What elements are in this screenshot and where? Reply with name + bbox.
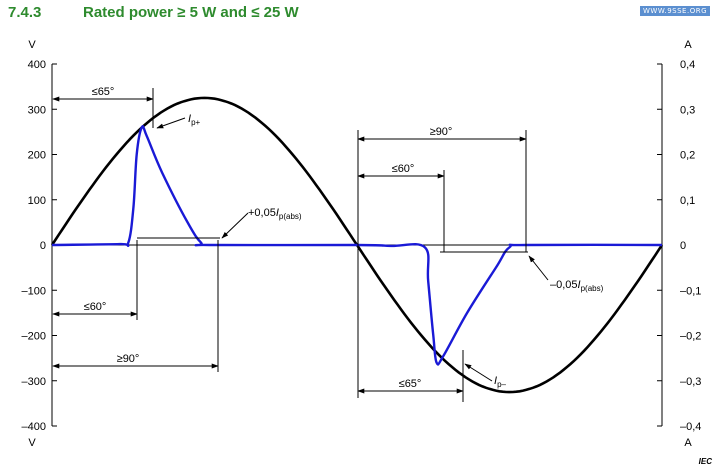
right-tick-label: –0,2 — [680, 331, 701, 343]
dim-label-60-first: ≤60° — [84, 301, 107, 313]
right-tick-label: –0,1 — [680, 285, 701, 297]
leader-plus-threshold — [221, 212, 249, 239]
minus-threshold-label: –0,05Ip(abs) — [550, 279, 604, 293]
current-waveform — [51, 125, 663, 366]
watermark-badge: WWW.9SSE.ORG — [640, 6, 710, 16]
left-axis-unit-bottom: V — [28, 437, 36, 449]
left-tick-label: –100 — [22, 285, 46, 297]
plus-threshold-label: +0,05Ip(abs) — [248, 207, 302, 221]
leader-ip-plus — [156, 117, 186, 129]
right-tick-label: 0,2 — [680, 150, 695, 162]
plot-group — [50, 88, 664, 402]
dim-label-90-second: ≥90° — [430, 126, 453, 138]
left-tick-label: 200 — [28, 150, 46, 162]
left-tick-label: 100 — [28, 195, 46, 207]
right-tick-label: 0,1 — [680, 195, 695, 207]
left-tick-label: 400 — [28, 59, 46, 71]
leader-ip-minus — [464, 363, 493, 382]
right-axis-unit-top: A — [684, 39, 692, 51]
dim-label-90-first: ≥90° — [117, 353, 140, 365]
right-tick-label: –0,4 — [680, 421, 701, 433]
right-tick-label: 0 — [680, 240, 686, 252]
dim-label-60-second: ≤60° — [392, 163, 415, 175]
iec-mark: IEC — [698, 457, 712, 466]
left-tick-label: –200 — [22, 331, 46, 343]
right-tick-label: –0,3 — [680, 376, 701, 388]
dim-label-65-second: ≤65° — [399, 378, 422, 390]
dimension-labels: ≤65° ≤60° ≥90° ≥90° ≤60° ≤65° — [84, 86, 453, 390]
section-number: 7.4.3 — [8, 4, 42, 21]
right-tick-label: 0,3 — [680, 104, 695, 116]
section-heading: 7.4.3 Rated power ≥ 5 W and ≤ 25 W — [8, 4, 299, 21]
dim-label-65-first: ≤65° — [92, 86, 115, 98]
left-tick-label: 0 — [40, 240, 46, 252]
right-tick-label: 0,4 — [680, 59, 695, 71]
left-tick-label: –400 — [22, 421, 46, 433]
current-labels: Ip+ Ip– +0,05Ip(abs) –0,05Ip(abs) — [188, 113, 604, 389]
tick-group: 400 0,4 300 0,3 200 0,2 100 0,1 0 0 –100 –0,1 –200 –0… — [22, 59, 702, 433]
leader-minus-threshold — [528, 255, 549, 281]
right-axis-unit-bottom: A — [684, 437, 692, 449]
left-tick-label: –300 — [22, 376, 46, 388]
ip-minus-label: Ip– — [494, 375, 507, 389]
ip-plus-label: Ip+ — [188, 113, 201, 127]
left-axis-unit-top: V — [28, 39, 36, 51]
section-title: Rated power ≥ 5 W and ≤ 25 W — [83, 4, 299, 21]
left-tick-label: 300 — [28, 104, 46, 116]
